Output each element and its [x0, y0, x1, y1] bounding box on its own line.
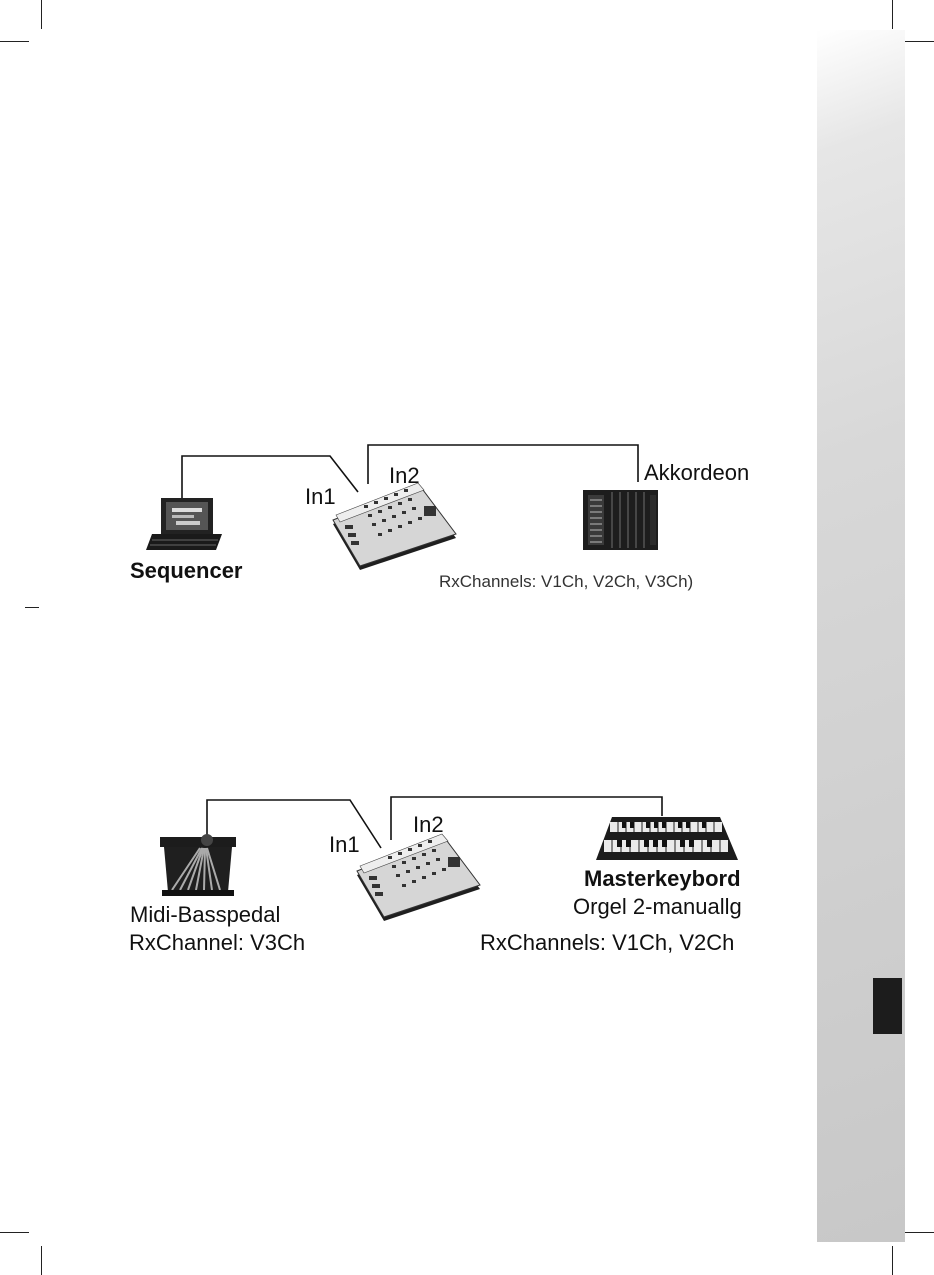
in2-label-1: In2: [389, 463, 420, 489]
akkordeon-label: Akkordeon: [644, 460, 749, 486]
in2-label-2: In2: [413, 812, 444, 838]
masterkeyboard-type-label: Orgel 2-manuallg: [573, 894, 742, 920]
rx-channels-label-1: RxChannels: V1Ch, V2Ch, V3Ch): [439, 572, 693, 592]
midi-merger-device-icon-1: [333, 483, 456, 570]
basspedal-rx-label: RxChannel: V3Ch: [129, 930, 305, 956]
sequencer-laptop-icon: [146, 498, 222, 550]
midi-basspedal-icon: [160, 834, 236, 896]
masterkeyboard-organ-icon: [596, 817, 738, 860]
accordion-icon: [583, 490, 658, 550]
in1-label-1: In1: [305, 484, 336, 510]
masterkeyboard-rx-label: RxChannels: V1Ch, V2Ch: [480, 930, 734, 956]
masterkeyboard-name-label: Masterkeybord: [584, 866, 741, 892]
basspedal-name-label: Midi-Basspedal: [130, 902, 280, 928]
sequencer-label: Sequencer: [130, 558, 243, 584]
in1-label-2: In1: [329, 832, 360, 858]
midi-merger-device-icon-2: [357, 834, 480, 921]
